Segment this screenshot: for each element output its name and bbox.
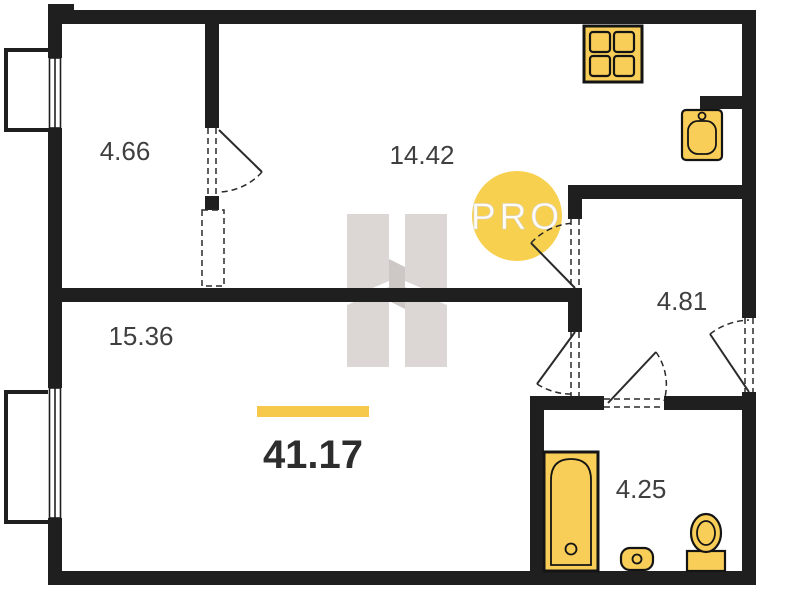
pro-badge-circle: [472, 171, 562, 261]
door2-leaf: [530, 242, 576, 289]
entrance-swing-arc: [709, 319, 750, 335]
stove-burner: [612, 30, 636, 54]
door1-swing-arc: [218, 171, 263, 193]
toilet-bowl-inner: [696, 520, 716, 546]
wall-bottom: [48, 571, 756, 585]
bathtub-basin: [550, 458, 592, 566]
wall-left-c: [48, 518, 62, 585]
balcony-bottom-outline: [4, 390, 48, 524]
wall-jamb: [205, 196, 219, 210]
wall-hall-top: [568, 185, 756, 199]
wall-mid-horizontal: [48, 288, 582, 302]
room-area-label-hallway: 4.81: [657, 286, 708, 316]
wall-bath-left: [530, 410, 544, 571]
room-area-label-top-left: 4.66: [100, 136, 151, 166]
total-area-accent-bar: [257, 406, 369, 417]
wall-sink-niche: [700, 96, 756, 109]
stove-burner: [588, 30, 612, 54]
wall-left-b: [48, 128, 62, 388]
bathtub-body: [542, 450, 600, 573]
room-area-label-bathroom: 4.25: [616, 474, 667, 504]
wall-room1-divider: [205, 24, 219, 128]
h-logo-part: [405, 287, 447, 367]
stove-burner: [612, 54, 636, 78]
wall-hall-left-a: [568, 199, 582, 219]
h-logo-part: [347, 214, 389, 299]
labels: 4.66 14.42 4.81 15.36 4.25 41.17: [100, 136, 708, 504]
h-logo-part: [347, 287, 389, 367]
washbasin-icon: [619, 546, 655, 572]
stove-burner: [588, 54, 612, 78]
shaft-dashed-box: [201, 209, 225, 287]
toilet-icon: [685, 512, 727, 573]
balcony-top-outline: [4, 48, 48, 132]
sink-basin: [687, 120, 717, 155]
door4-swing-arc: [655, 351, 668, 402]
wall-left-a: [48, 10, 62, 58]
wall-bath-top-a: [530, 396, 604, 410]
entrance-opening: [742, 318, 756, 392]
doors: [201, 128, 754, 408]
sink-icon: [680, 108, 724, 162]
windows: [4, 48, 62, 524]
bathtub-drain: [564, 542, 578, 556]
wall-bath-top-b: [664, 396, 756, 410]
washbasin-body: [619, 546, 655, 572]
walls: [48, 4, 756, 585]
total-area-label: 41.17: [263, 433, 363, 477]
door1-leaf: [218, 129, 263, 173]
toilet-tank: [685, 549, 727, 573]
door2-swing-arc: [530, 222, 576, 244]
wall-right: [742, 10, 756, 585]
wall-hall-left-b: [568, 302, 582, 332]
pro-badge-label: PRO: [471, 196, 563, 237]
pro-badge: PRO: [471, 171, 563, 261]
door4-leaf: [607, 351, 657, 404]
door3-leaf: [536, 331, 576, 385]
door3-swing-arc: [536, 383, 576, 395]
room-area-label-bedroom: 15.36: [108, 321, 173, 351]
sink-faucet: [697, 111, 707, 121]
bathtub-icon: [542, 450, 600, 573]
washbasin-drain: [631, 553, 643, 565]
fixtures: [542, 24, 727, 573]
room-area-label-kitchen: 14.42: [389, 140, 454, 170]
h-logo-part: [405, 214, 447, 299]
entrance-leaf: [709, 333, 750, 393]
stove-icon: [582, 24, 644, 84]
toilet-bowl: [689, 512, 723, 554]
wall-top: [48, 10, 756, 24]
